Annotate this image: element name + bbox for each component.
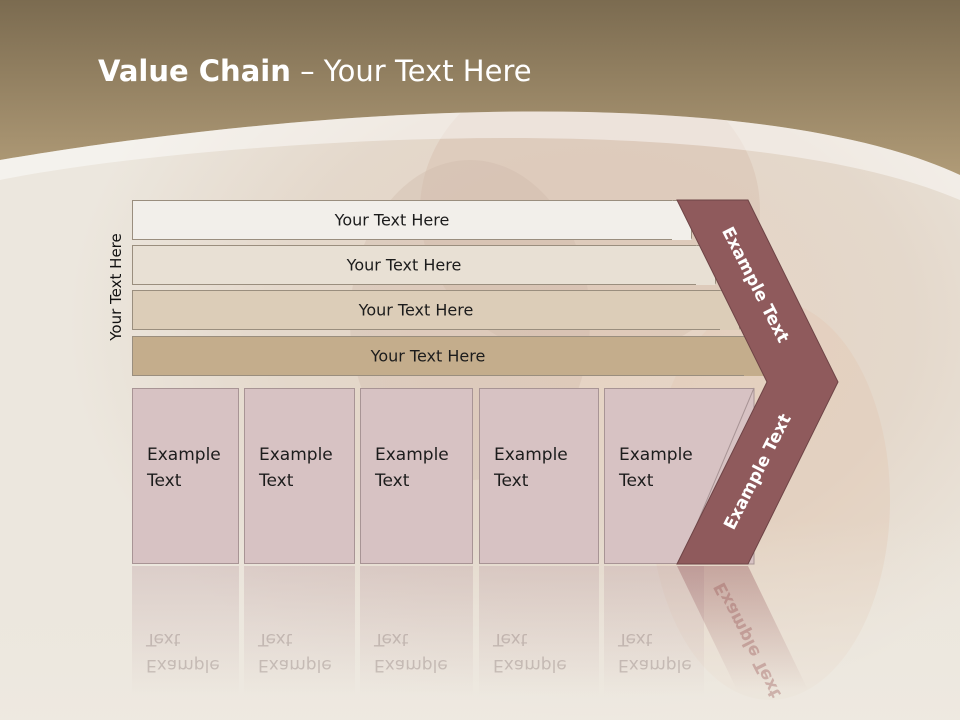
bar-label: Your Text Here — [334, 210, 450, 230]
bar-1: Your Text Here — [132, 200, 692, 240]
side-label: Your Text Here — [107, 233, 125, 341]
bar-label: Your Text Here — [358, 300, 474, 320]
slide-title: Value Chain – Your Text Here — [98, 54, 532, 88]
bar-label: Your Text Here — [370, 346, 486, 366]
bar-label: Your Text Here — [346, 255, 462, 275]
bar-4: Your Text Here — [132, 336, 764, 376]
bar-3: Your Text Here — [132, 290, 740, 330]
bar-2: Your Text Here — [132, 245, 716, 285]
